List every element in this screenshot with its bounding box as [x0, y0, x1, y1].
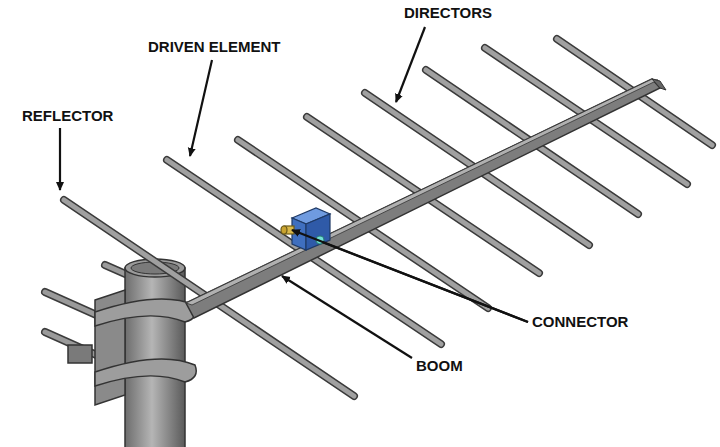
- part-label: BOOM: [416, 357, 463, 375]
- part-label: REFLECTOR: [22, 107, 113, 125]
- mount-bracket: [68, 290, 196, 405]
- part-label: DIRECTORS: [404, 4, 492, 22]
- antenna-elements: [64, 39, 712, 396]
- leader-lines: [60, 27, 528, 358]
- connector-box: [281, 208, 330, 250]
- mast: [125, 259, 185, 447]
- part-label: CONNECTOR: [532, 313, 628, 331]
- part-label: DRIVEN ELEMENT: [148, 38, 281, 56]
